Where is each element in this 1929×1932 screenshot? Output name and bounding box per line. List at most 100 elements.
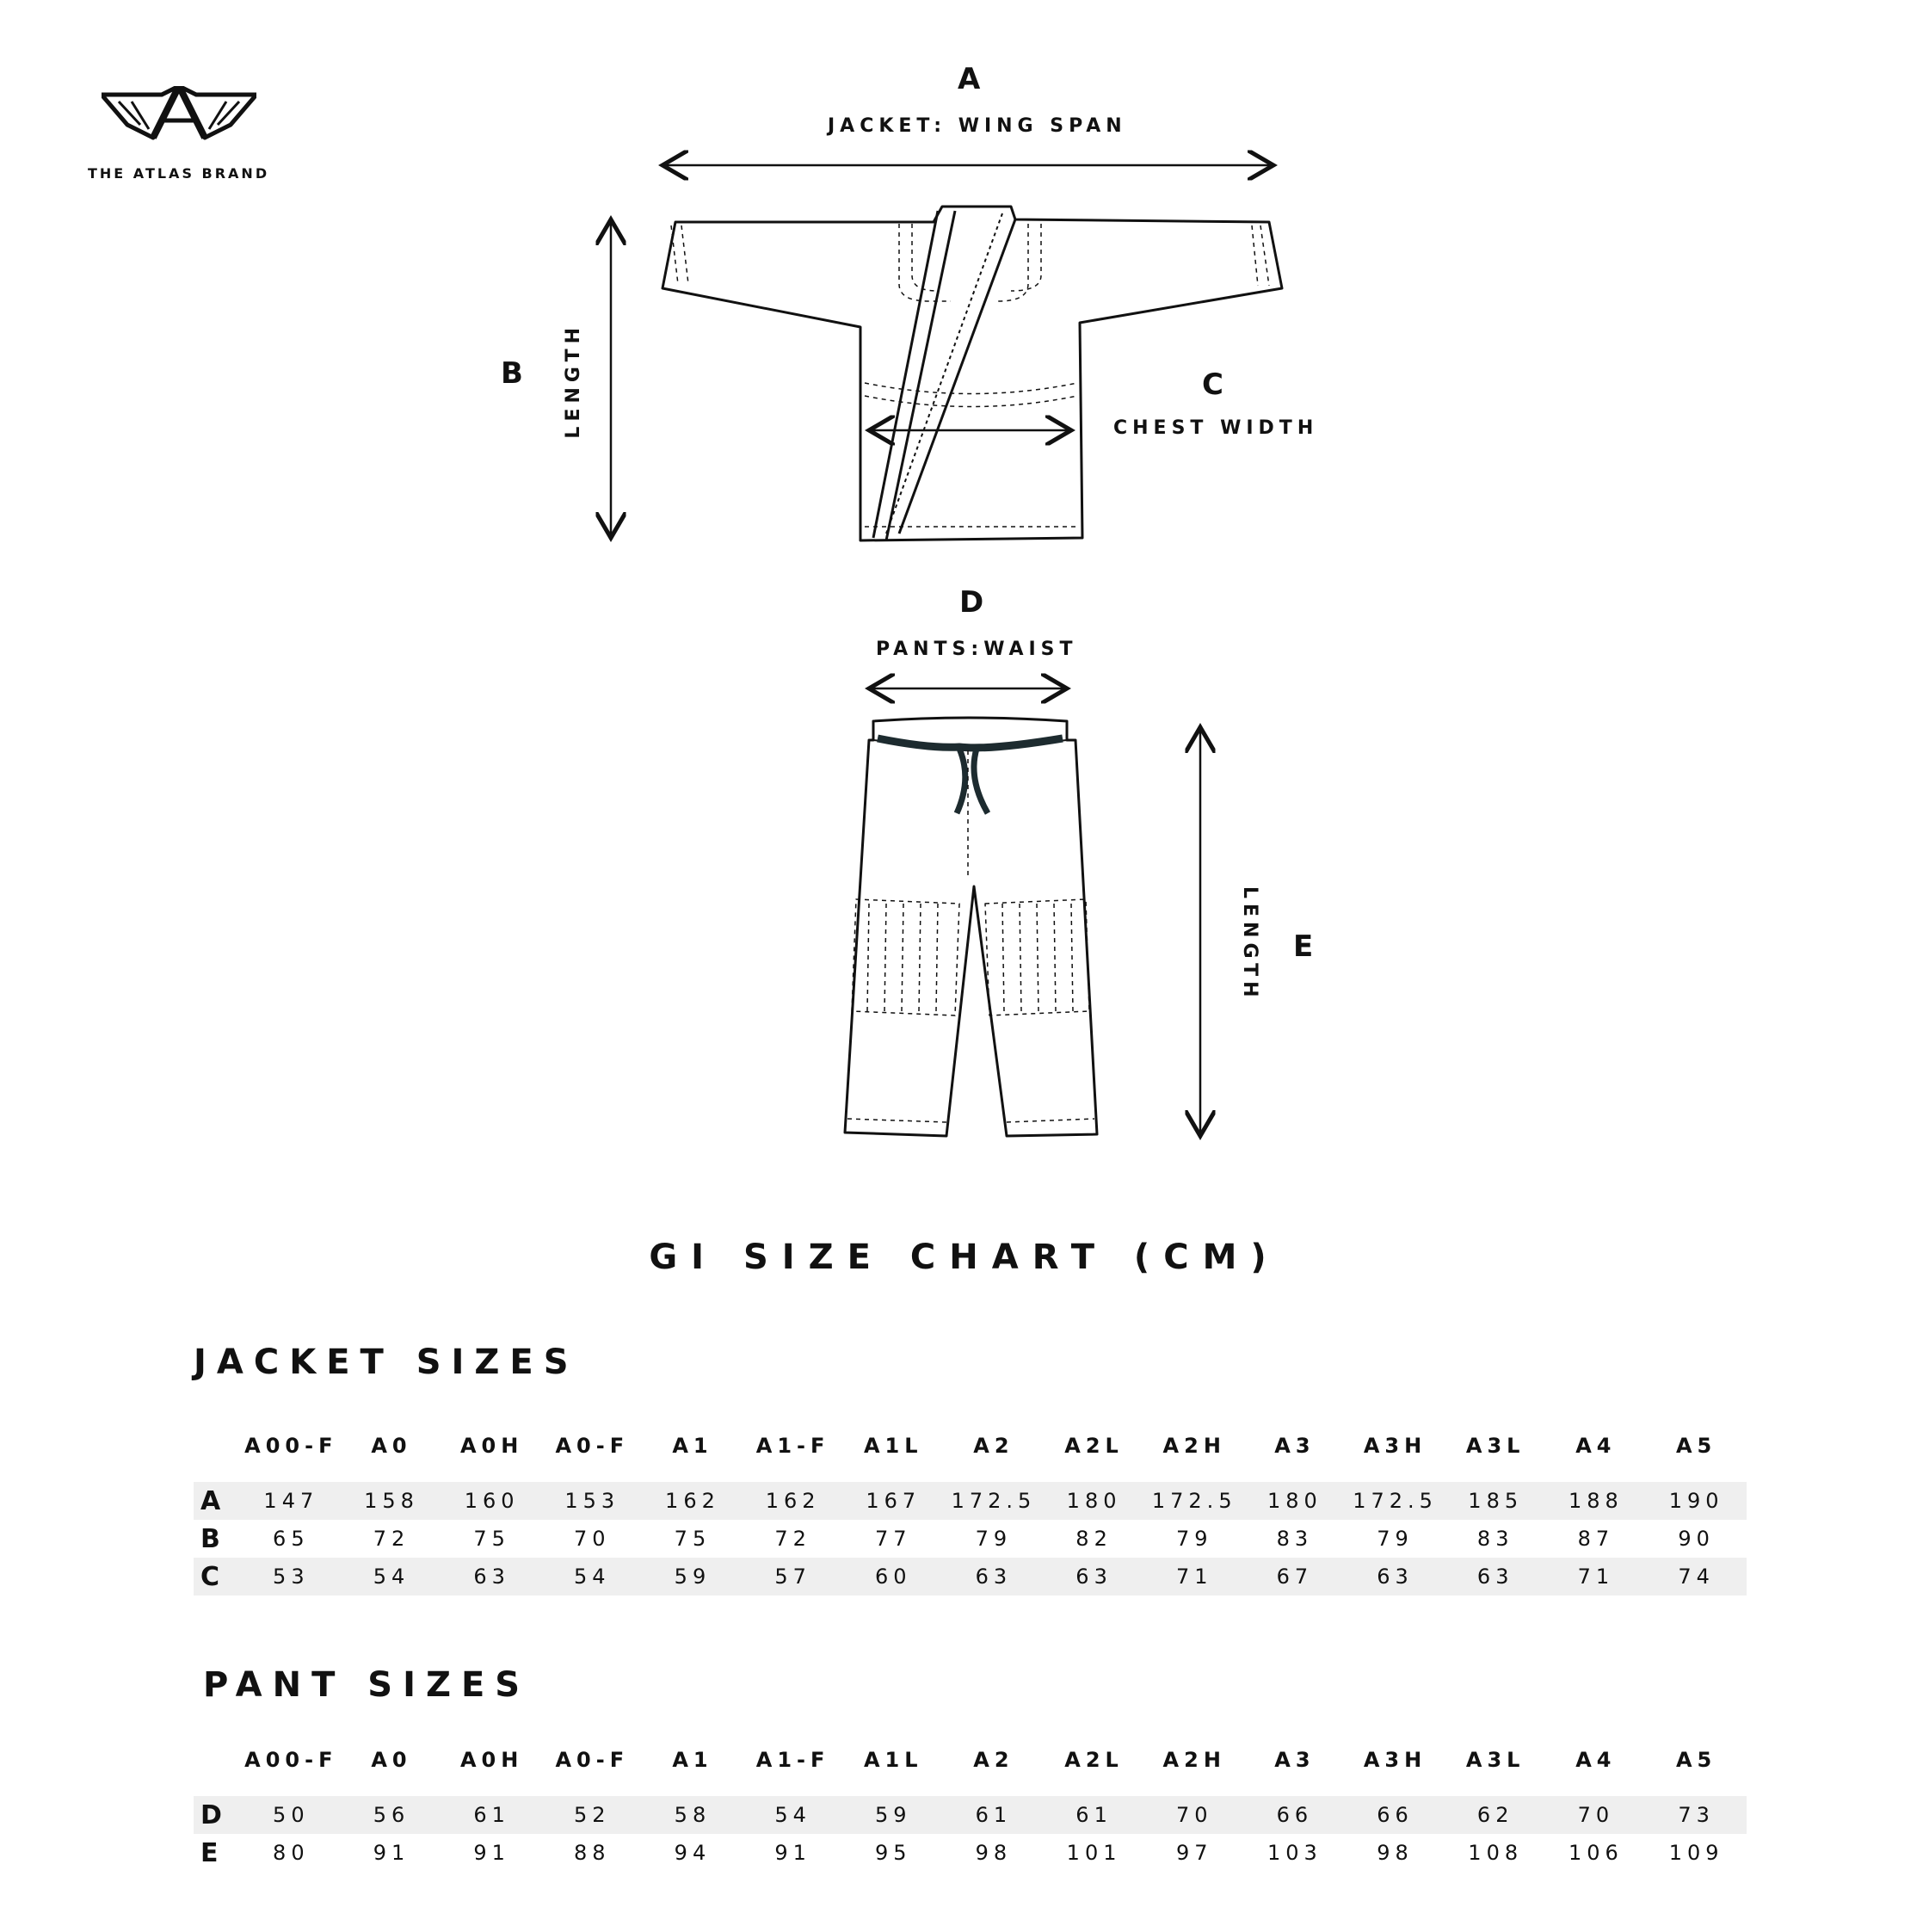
table-cell: 62 <box>1445 1796 1546 1834</box>
jacket-header-row: A00-F A0 A0H A0-F A1 A1-F A1L A2 A2L A2H… <box>194 1420 1747 1472</box>
table-cell: 61 <box>1044 1796 1144 1834</box>
table-cell: 97 <box>1175 1841 1213 1865</box>
chart-title: GI SIZE CHART (CM) <box>649 1238 1280 1277</box>
atlas-logo-icon <box>102 86 256 140</box>
table-cell: 160 <box>441 1482 542 1520</box>
table-cell: 83 <box>1276 1527 1314 1551</box>
table-row: D 50 56 61 52 58 54 59 61 61 70 66 66 62… <box>194 1796 1747 1834</box>
table-cell: 90 <box>1678 1527 1715 1551</box>
table-cell: 147 <box>241 1482 342 1520</box>
column-header: A0H <box>459 1434 524 1458</box>
table-cell: 56 <box>341 1796 442 1834</box>
column-header: A1 <box>672 1748 713 1772</box>
table-cell: 108 <box>1468 1841 1524 1865</box>
table-row: E 80 91 91 88 94 91 95 98 101 97 103 98 … <box>194 1834 1747 1872</box>
table-cell: 103 <box>1266 1841 1322 1865</box>
column-header: A5 <box>1675 1434 1717 1458</box>
table-cell: 109 <box>1668 1841 1724 1865</box>
column-header: A0-F <box>555 1434 630 1458</box>
jacket-size-table: A00-F A0 A0H A0-F A1 A1-F A1L A2 A2L A2H… <box>194 1420 1747 1596</box>
table-cell: 79 <box>975 1527 1013 1551</box>
column-header: A1L <box>863 1748 923 1772</box>
table-cell: 63 <box>1044 1558 1144 1596</box>
table-cell: 82 <box>1075 1527 1112 1551</box>
table-cell: 79 <box>1377 1527 1414 1551</box>
column-header: A4 <box>1575 1434 1617 1458</box>
table-cell: 172.5 <box>1143 1482 1245 1520</box>
pant-header-row: A00-F A0 A0H A0-F A1 A1-F A1L A2 A2L A2H… <box>194 1734 1747 1786</box>
table-cell: 71 <box>1545 1558 1647 1596</box>
table-cell: 66 <box>1244 1796 1346 1834</box>
column-header: A0-F <box>555 1748 630 1772</box>
table-row: C 53 54 63 54 59 57 60 63 63 71 67 63 63… <box>194 1558 1747 1596</box>
dim-e-label: LENGTH <box>1239 886 1260 1003</box>
dim-c-label: CHEST WIDTH <box>1113 417 1319 439</box>
table-cell: 180 <box>1244 1482 1346 1520</box>
column-header: A3 <box>1274 1434 1316 1458</box>
table-cell: 87 <box>1577 1527 1615 1551</box>
table-cell: 91 <box>473 1841 510 1865</box>
table-cell: 79 <box>1175 1527 1213 1551</box>
table-cell: 172.5 <box>1345 1482 1445 1520</box>
table-cell: 60 <box>842 1558 944 1596</box>
table-cell: 65 <box>273 1527 310 1551</box>
table-cell: 188 <box>1545 1482 1647 1520</box>
table-cell: 54 <box>743 1796 843 1834</box>
brand-name: THE ATLAS BRAND <box>88 165 270 182</box>
column-header: A2L <box>1064 1748 1124 1772</box>
column-header: A0H <box>459 1748 524 1772</box>
column-header: A2H <box>1162 1434 1226 1458</box>
table-cell: 50 <box>241 1796 342 1834</box>
table-cell: 70 <box>574 1527 611 1551</box>
pant-sizes-title: PANT SIZES <box>203 1665 531 1705</box>
table-cell: 63 <box>441 1558 542 1596</box>
column-header: A2H <box>1162 1748 1226 1772</box>
column-header: A1-F <box>755 1434 830 1458</box>
gi-diagram <box>0 0 1284 1205</box>
column-header: A00-F <box>244 1434 338 1458</box>
column-header: A4 <box>1575 1748 1617 1772</box>
table-cell: 74 <box>1646 1558 1747 1596</box>
table-cell: 70 <box>1545 1796 1647 1834</box>
column-header: A00-F <box>244 1748 338 1772</box>
table-cell: 167 <box>842 1482 944 1520</box>
table-cell: 101 <box>1066 1841 1122 1865</box>
pant-size-table: A00-F A0 A0H A0-F A1 A1-F A1L A2 A2L A2H… <box>194 1734 1747 1872</box>
table-cell: 88 <box>574 1841 611 1865</box>
table-cell: 59 <box>642 1558 743 1596</box>
row-label: C <box>194 1558 241 1596</box>
table-cell: 94 <box>674 1841 712 1865</box>
row-label: A <box>194 1482 241 1520</box>
table-cell: 54 <box>541 1558 643 1596</box>
column-header: A1-F <box>755 1748 830 1772</box>
table-cell: 58 <box>642 1796 743 1834</box>
table-cell: 61 <box>943 1796 1045 1834</box>
column-header: A3L <box>1465 1748 1525 1772</box>
table-cell: 77 <box>874 1527 912 1551</box>
dim-b-label: LENGTH <box>563 323 584 439</box>
table-cell: 83 <box>1476 1527 1514 1551</box>
pants-drawing <box>843 716 1099 1138</box>
table-cell: 98 <box>1377 1841 1414 1865</box>
table-cell: 98 <box>975 1841 1013 1865</box>
table-cell: 185 <box>1445 1482 1546 1520</box>
table-cell: 73 <box>1646 1796 1747 1834</box>
table-cell: 66 <box>1345 1796 1445 1834</box>
table-cell: 61 <box>441 1796 542 1834</box>
table-cell: 71 <box>1143 1558 1245 1596</box>
table-cell: 63 <box>1345 1558 1445 1596</box>
table-cell: 72 <box>373 1527 410 1551</box>
table-cell: 52 <box>541 1796 643 1834</box>
table-cell: 162 <box>642 1482 743 1520</box>
column-header: A1 <box>672 1434 713 1458</box>
table-cell: 63 <box>943 1558 1045 1596</box>
table-cell: 91 <box>774 1841 811 1865</box>
table-cell: 190 <box>1646 1482 1747 1520</box>
column-header: A2 <box>973 1748 1014 1772</box>
table-row: A 147 158 160 153 162 162 167 172.5 180 … <box>194 1482 1747 1520</box>
table-cell: 95 <box>874 1841 912 1865</box>
table-cell: 53 <box>241 1558 342 1596</box>
table-cell: 80 <box>273 1841 310 1865</box>
jacket-sizes-title: JACKET SIZES <box>194 1343 579 1382</box>
table-cell: 54 <box>341 1558 442 1596</box>
